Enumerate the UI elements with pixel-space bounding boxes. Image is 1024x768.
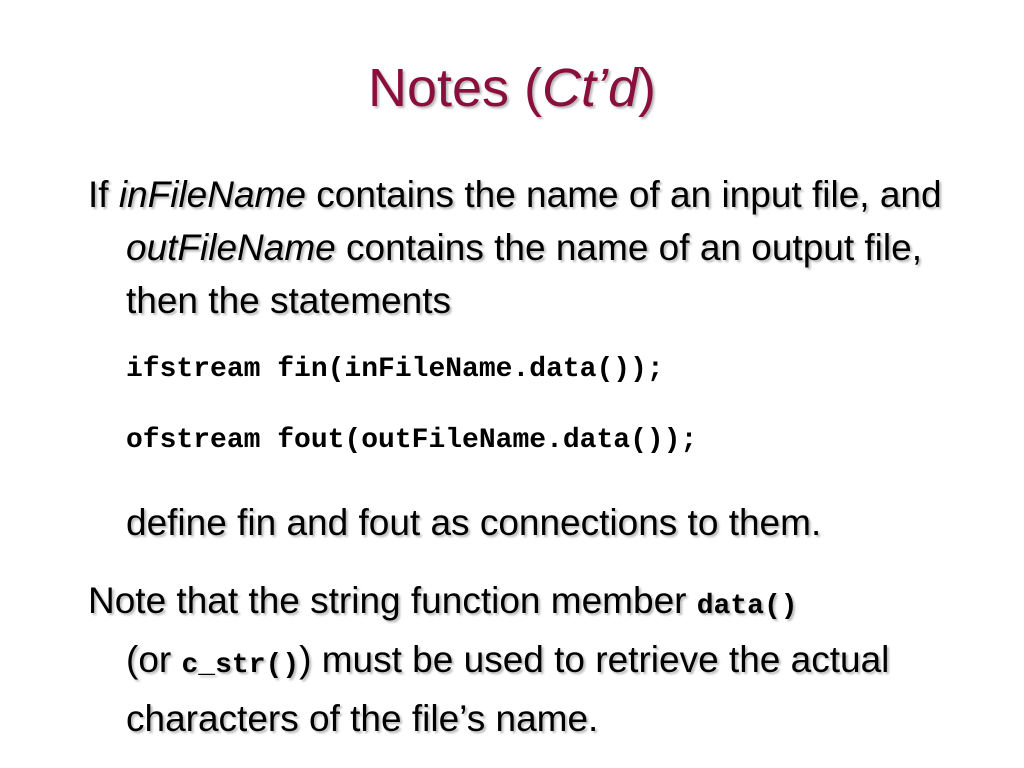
paragraph-1-text: If inFileName contains the name of an in… xyxy=(88,168,958,327)
paragraph-1-text-b: contains the name of an output file, the… xyxy=(126,227,922,321)
title-italic: Ct’d xyxy=(542,58,639,118)
code-line-ofstream: ofstream fout(outFileName.data()); xyxy=(126,425,698,456)
paragraph-2-text: Note that the string function member dat… xyxy=(88,574,958,745)
paragraph-1-word-if: If xyxy=(88,174,119,215)
paragraph-1: If inFileName contains the name of an in… xyxy=(88,168,958,327)
paragraph-1-text-a: contains the name of an input file, and xyxy=(305,174,942,215)
var-infilename: inFileName xyxy=(118,174,306,215)
title-close: ) xyxy=(638,58,657,118)
define-text: define fin and fout as connections to th… xyxy=(126,502,822,543)
paragraph-2-text-c: ) must be used to retrieve the actual ch… xyxy=(126,639,890,739)
paragraph-2-text-a: Note that the string function member xyxy=(88,580,697,621)
code-data: data() xyxy=(696,591,798,622)
code-c-str: c_str() xyxy=(181,650,300,681)
var-outfilename: outFileName xyxy=(126,227,336,268)
title-main: Notes ( xyxy=(367,58,543,118)
paragraph-2: Note that the string function member dat… xyxy=(88,574,958,745)
code-line-ifstream: ifstream fin(inFileName.data()); xyxy=(126,354,664,385)
paragraph-2-text-b: (or xyxy=(126,639,182,680)
slide-title: Notes (Ct’d) xyxy=(0,48,1024,128)
